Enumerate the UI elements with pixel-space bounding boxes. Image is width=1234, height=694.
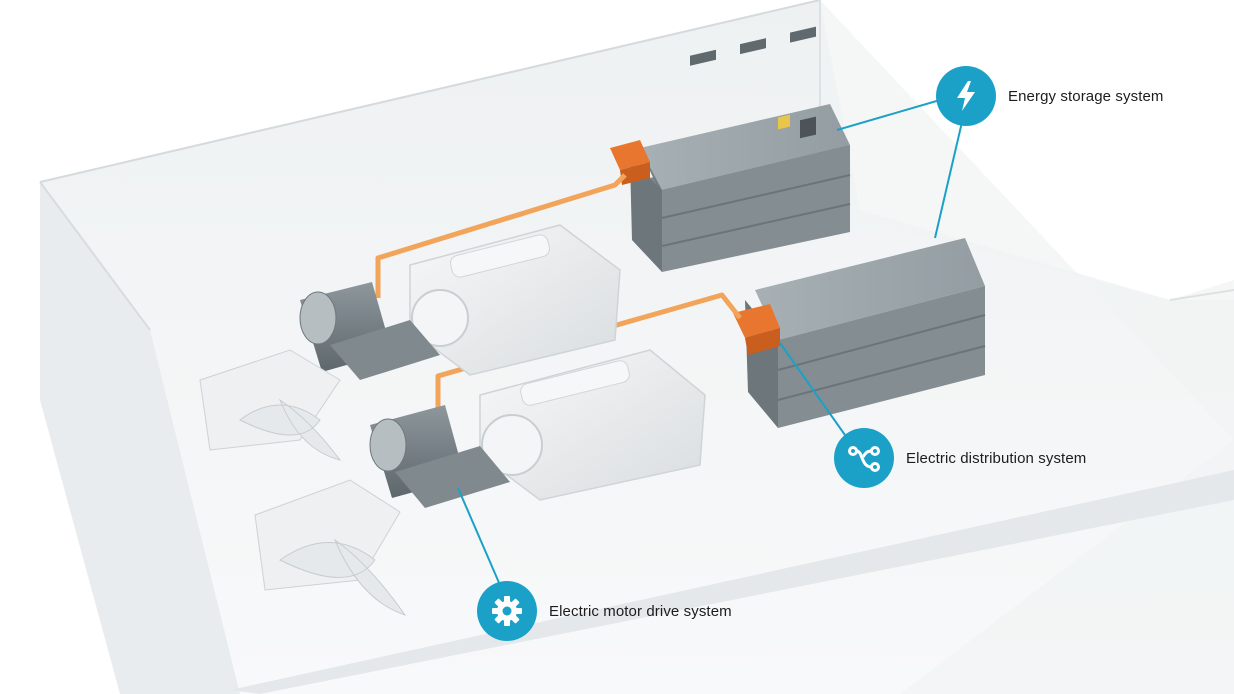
leader-line-energy bbox=[836, 99, 941, 131]
battery-seam bbox=[661, 203, 851, 247]
power-cable-upper bbox=[375, 173, 627, 298]
motor-end-cap bbox=[299, 291, 337, 345]
battery-seam bbox=[777, 314, 986, 371]
drive-shaft-housing bbox=[330, 320, 440, 380]
lightning-bolt-icon bbox=[936, 66, 996, 126]
battery-top bbox=[640, 104, 850, 190]
junction-box-front bbox=[733, 304, 780, 338]
callout-energy-storage: Energy storage system bbox=[936, 66, 1164, 126]
hull-edge bbox=[39, 0, 821, 183]
propeller-lower bbox=[279, 538, 407, 616]
callout-electric-motor-drive: Electric motor drive system bbox=[477, 581, 732, 641]
battery-seam bbox=[777, 345, 986, 401]
battery-stack-rear bbox=[610, 26, 851, 272]
junction-box-rear-side bbox=[620, 162, 650, 185]
battery-switch bbox=[800, 116, 816, 139]
battery-vent bbox=[790, 26, 816, 43]
hull-rail bbox=[230, 470, 1234, 694]
battery-stack-front bbox=[733, 114, 986, 428]
battery-warning-label bbox=[778, 114, 790, 130]
battery-side-face bbox=[662, 145, 850, 272]
junction-box-rear bbox=[610, 140, 650, 170]
leader-line-energy bbox=[934, 121, 963, 239]
intake-manifold bbox=[450, 234, 550, 278]
hull-edge bbox=[39, 181, 151, 331]
battery-vent bbox=[690, 49, 716, 66]
propeller-upper bbox=[239, 398, 342, 461]
callout-electric-distribution: Electric distribution system bbox=[834, 428, 1086, 488]
distribution-branch-icon bbox=[834, 428, 894, 488]
motor-end-cap bbox=[369, 418, 407, 472]
battery-top bbox=[755, 238, 985, 340]
intake-manifold bbox=[520, 360, 630, 406]
leader-line-distribution bbox=[779, 342, 846, 436]
callout-label-electric-distribution: Electric distribution system bbox=[906, 449, 1087, 467]
hull-left-wall bbox=[40, 182, 240, 694]
engine-drive-lower bbox=[254, 349, 706, 616]
engine-drive-upper bbox=[199, 224, 621, 461]
hull-edge bbox=[1169, 289, 1234, 301]
callout-label-electric-motor-drive: Electric motor drive system bbox=[549, 602, 732, 620]
battery-seam bbox=[661, 174, 851, 219]
leader-lines bbox=[457, 99, 963, 586]
callout-label-energy-storage: Energy storage system bbox=[1008, 87, 1164, 105]
turbo-housing bbox=[481, 414, 543, 476]
leader-line-motor bbox=[457, 487, 501, 586]
drive-shaft-housing bbox=[395, 446, 510, 508]
gear-icon bbox=[477, 581, 537, 641]
battery-front-face bbox=[630, 160, 662, 272]
turbo-housing bbox=[411, 289, 469, 347]
battery-vent bbox=[740, 38, 766, 55]
junction-box-front-side bbox=[745, 328, 780, 355]
battery-side-face bbox=[778, 286, 985, 428]
